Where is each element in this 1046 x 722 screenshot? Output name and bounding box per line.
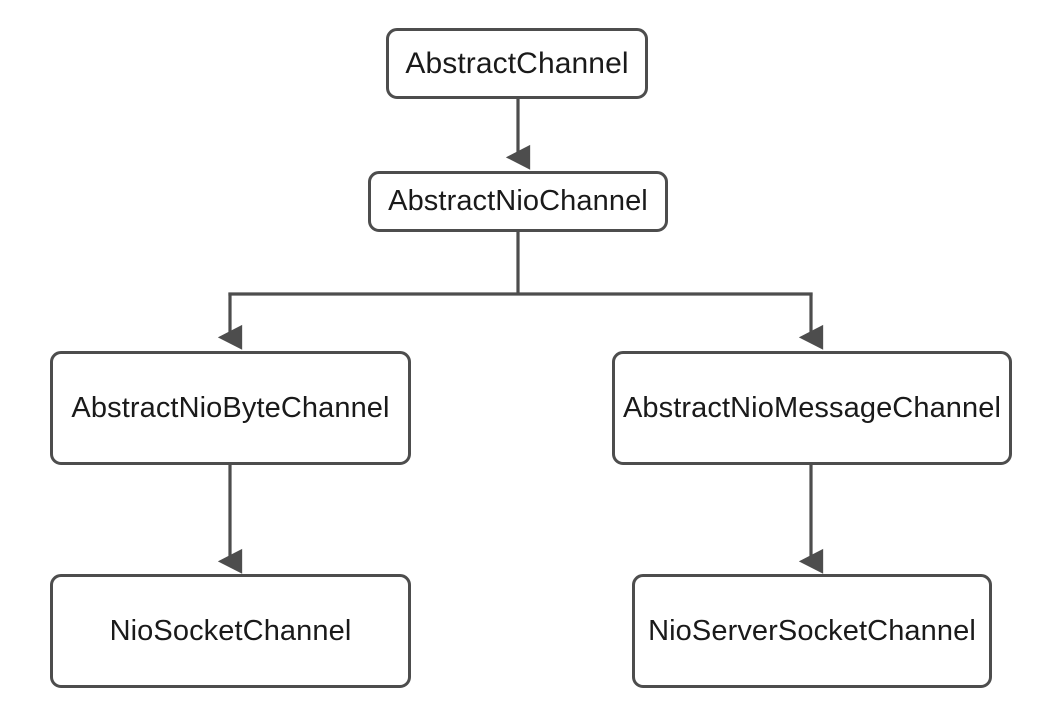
node-abstract-channel[interactable]: AbstractChannel	[386, 28, 648, 99]
node-abstract-nio-byte-channel[interactable]: AbstractNioByteChannel	[50, 351, 411, 465]
node-abstract-nio-byte-channel-label: AbstractNioByteChannel	[71, 391, 390, 424]
edge-abstract-nio-channel-branch-trunk	[228, 232, 813, 296]
node-nio-socket-channel-label: NioSocketChannel	[109, 614, 352, 647]
node-abstract-nio-channel-label: AbstractNioChannel	[388, 185, 648, 217]
node-abstract-nio-message-channel-label: AbstractNioMessageChannel	[622, 391, 1002, 424]
node-nio-server-socket-channel-label: NioServerSocketChannel	[648, 614, 976, 647]
node-abstract-nio-channel[interactable]: AbstractNioChannel	[368, 171, 668, 232]
node-nio-socket-channel[interactable]: NioSocketChannel	[50, 574, 411, 688]
node-nio-server-socket-channel[interactable]: NioServerSocketChannel	[632, 574, 992, 688]
node-abstract-channel-label: AbstractChannel	[405, 46, 629, 80]
node-abstract-nio-message-channel[interactable]: AbstractNioMessageChannel	[612, 351, 1012, 465]
